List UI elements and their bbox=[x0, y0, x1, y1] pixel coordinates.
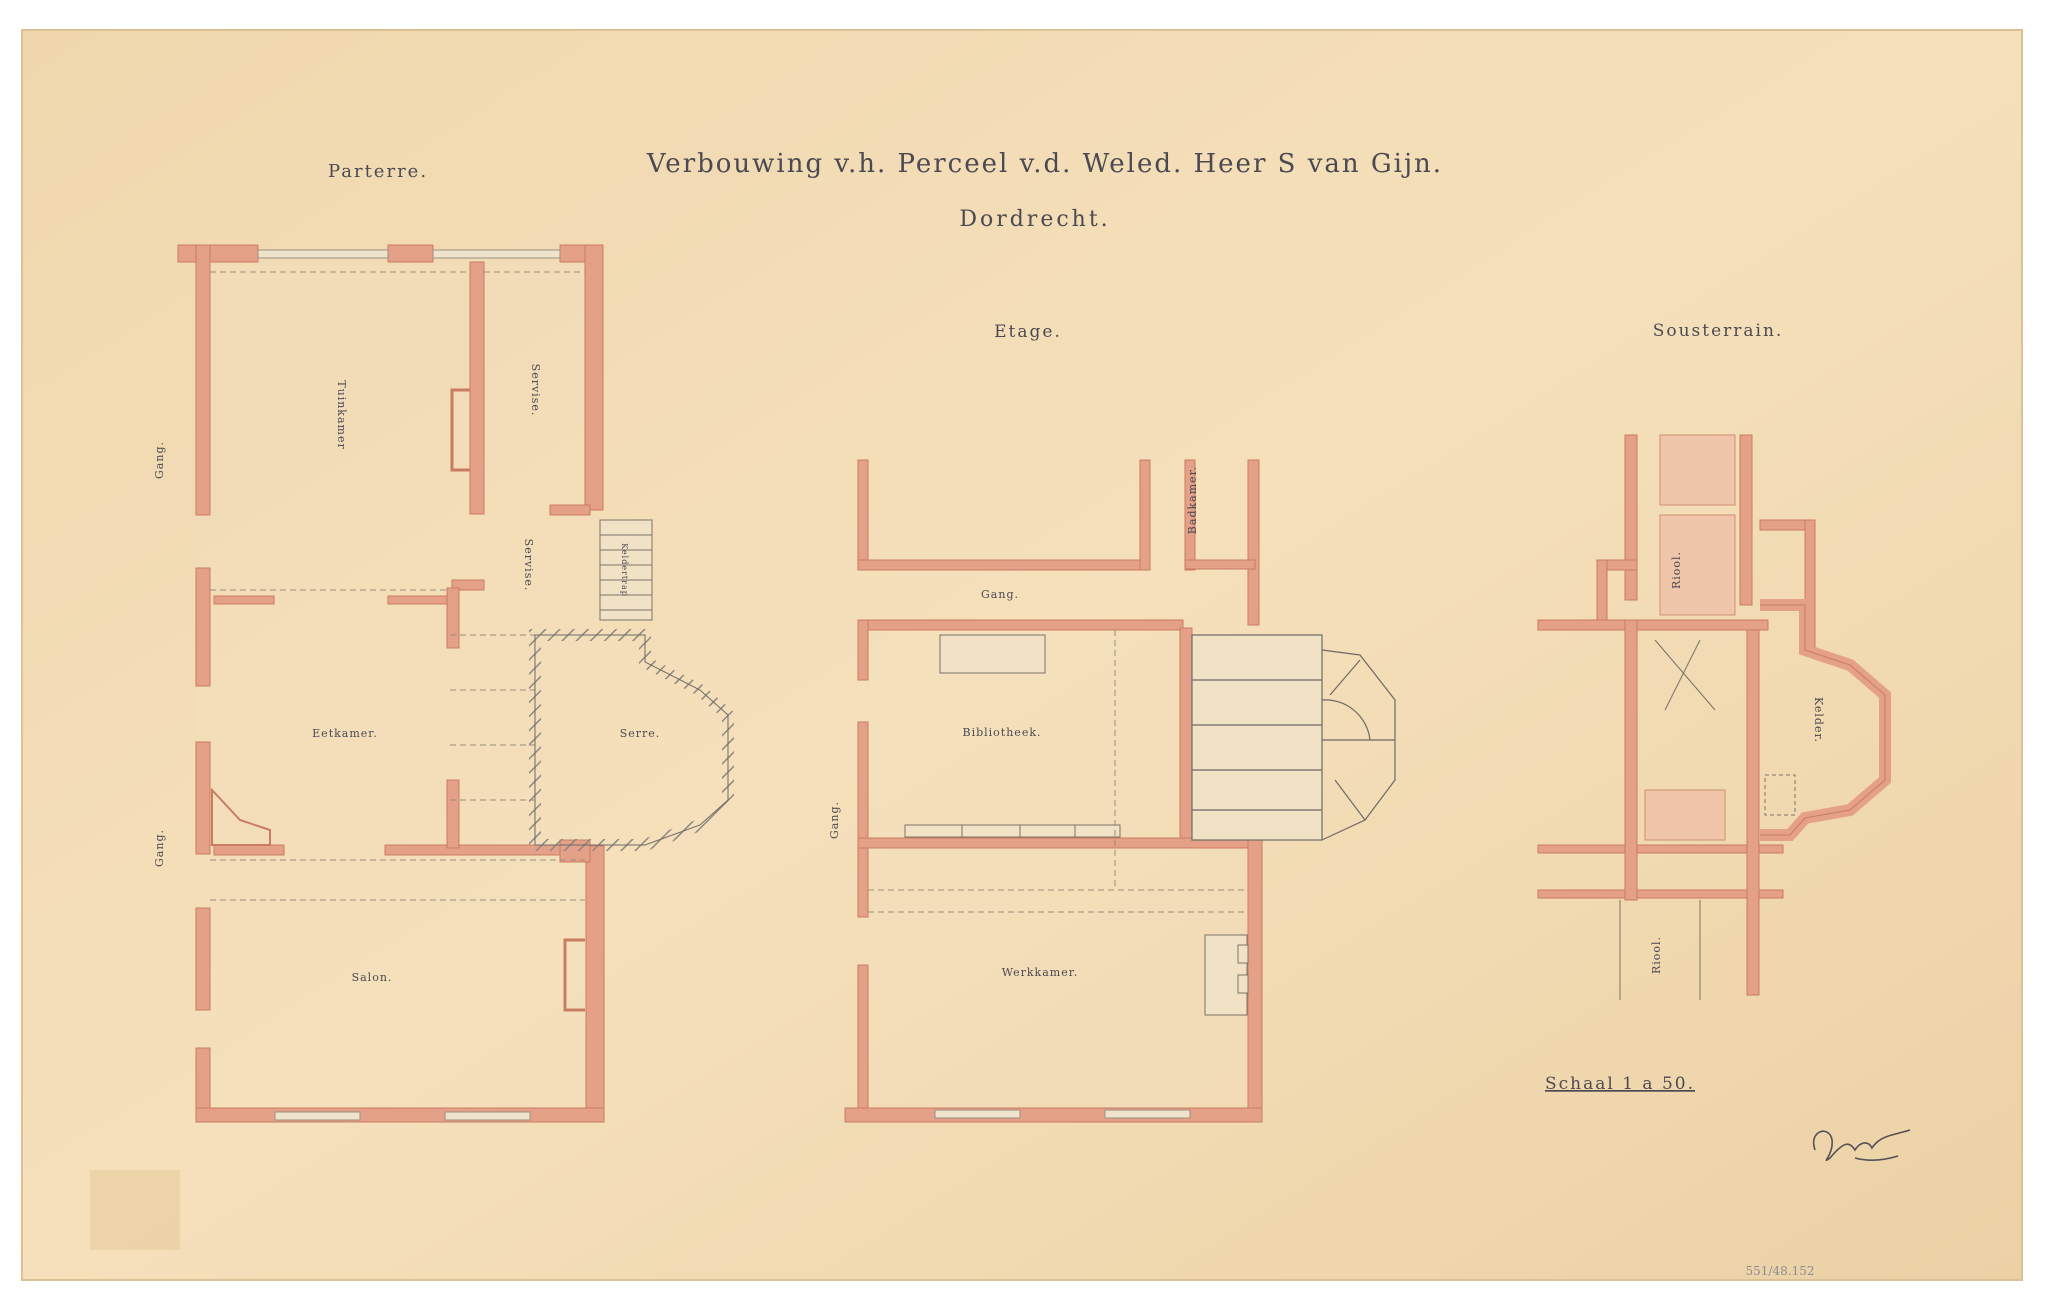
title-line-2: Dordrecht. bbox=[959, 207, 1110, 232]
room-label-servise-top: Servise. bbox=[529, 364, 542, 417]
room-label-serre: Serre. bbox=[620, 727, 661, 740]
title-line-1: Verbouwing v.h. Perceel v.d. Weled. Heer… bbox=[646, 149, 1443, 179]
parterre-plan: Tuinkamer Servise. Servise. Gang. Gang. … bbox=[153, 244, 734, 1123]
room-label-salon: Salon. bbox=[352, 971, 393, 984]
catalog-number: 551/48.152 bbox=[1746, 1264, 1815, 1278]
room-label-gang-top-etage: Gang. bbox=[981, 588, 1019, 601]
room-label-badkamer: Badkamer. bbox=[1186, 466, 1199, 534]
room-label-gang-top: Gang. bbox=[153, 441, 166, 479]
sousterrain-plan: Kelder. Riool. Riool. bbox=[1537, 434, 1891, 1000]
architect-signature bbox=[1812, 1129, 1911, 1162]
room-label-servise-mid: Servise. bbox=[522, 539, 535, 592]
room-label-riool-top: Riool. bbox=[1670, 551, 1683, 589]
sousterrain-walls bbox=[1537, 434, 1816, 996]
paper-stain bbox=[90, 1170, 180, 1250]
room-label-riool-bottom: Riool. bbox=[1650, 936, 1663, 974]
etage-heading: Etage. bbox=[994, 322, 1062, 342]
room-label-gang-bottom: Gang. bbox=[153, 829, 166, 867]
room-label-eetkamer: Eetkamer. bbox=[312, 727, 378, 740]
etage-plan: Badkamer. Gang. Gang. Bibliotheek. Werkk… bbox=[828, 459, 1396, 1123]
parterre-heading: Parterre. bbox=[328, 161, 428, 182]
room-label-keldertrap: Keldertrap bbox=[620, 543, 629, 597]
room-label-bibliotheek: Bibliotheek. bbox=[963, 726, 1042, 739]
room-label-kelder: Kelder. bbox=[1812, 697, 1825, 743]
etage-stair bbox=[1191, 634, 1396, 841]
scale-label: Schaal 1 a 50. bbox=[1545, 1074, 1695, 1094]
room-label-werkkamer: Werkkamer. bbox=[1002, 966, 1079, 979]
room-label-gang-side-etage: Gang. bbox=[828, 801, 841, 839]
sousterrain-heading: Sousterrain. bbox=[1653, 321, 1784, 341]
keldertrap-stairs bbox=[599, 519, 653, 621]
room-label-tuinkamer: Tuinkamer bbox=[335, 380, 348, 449]
